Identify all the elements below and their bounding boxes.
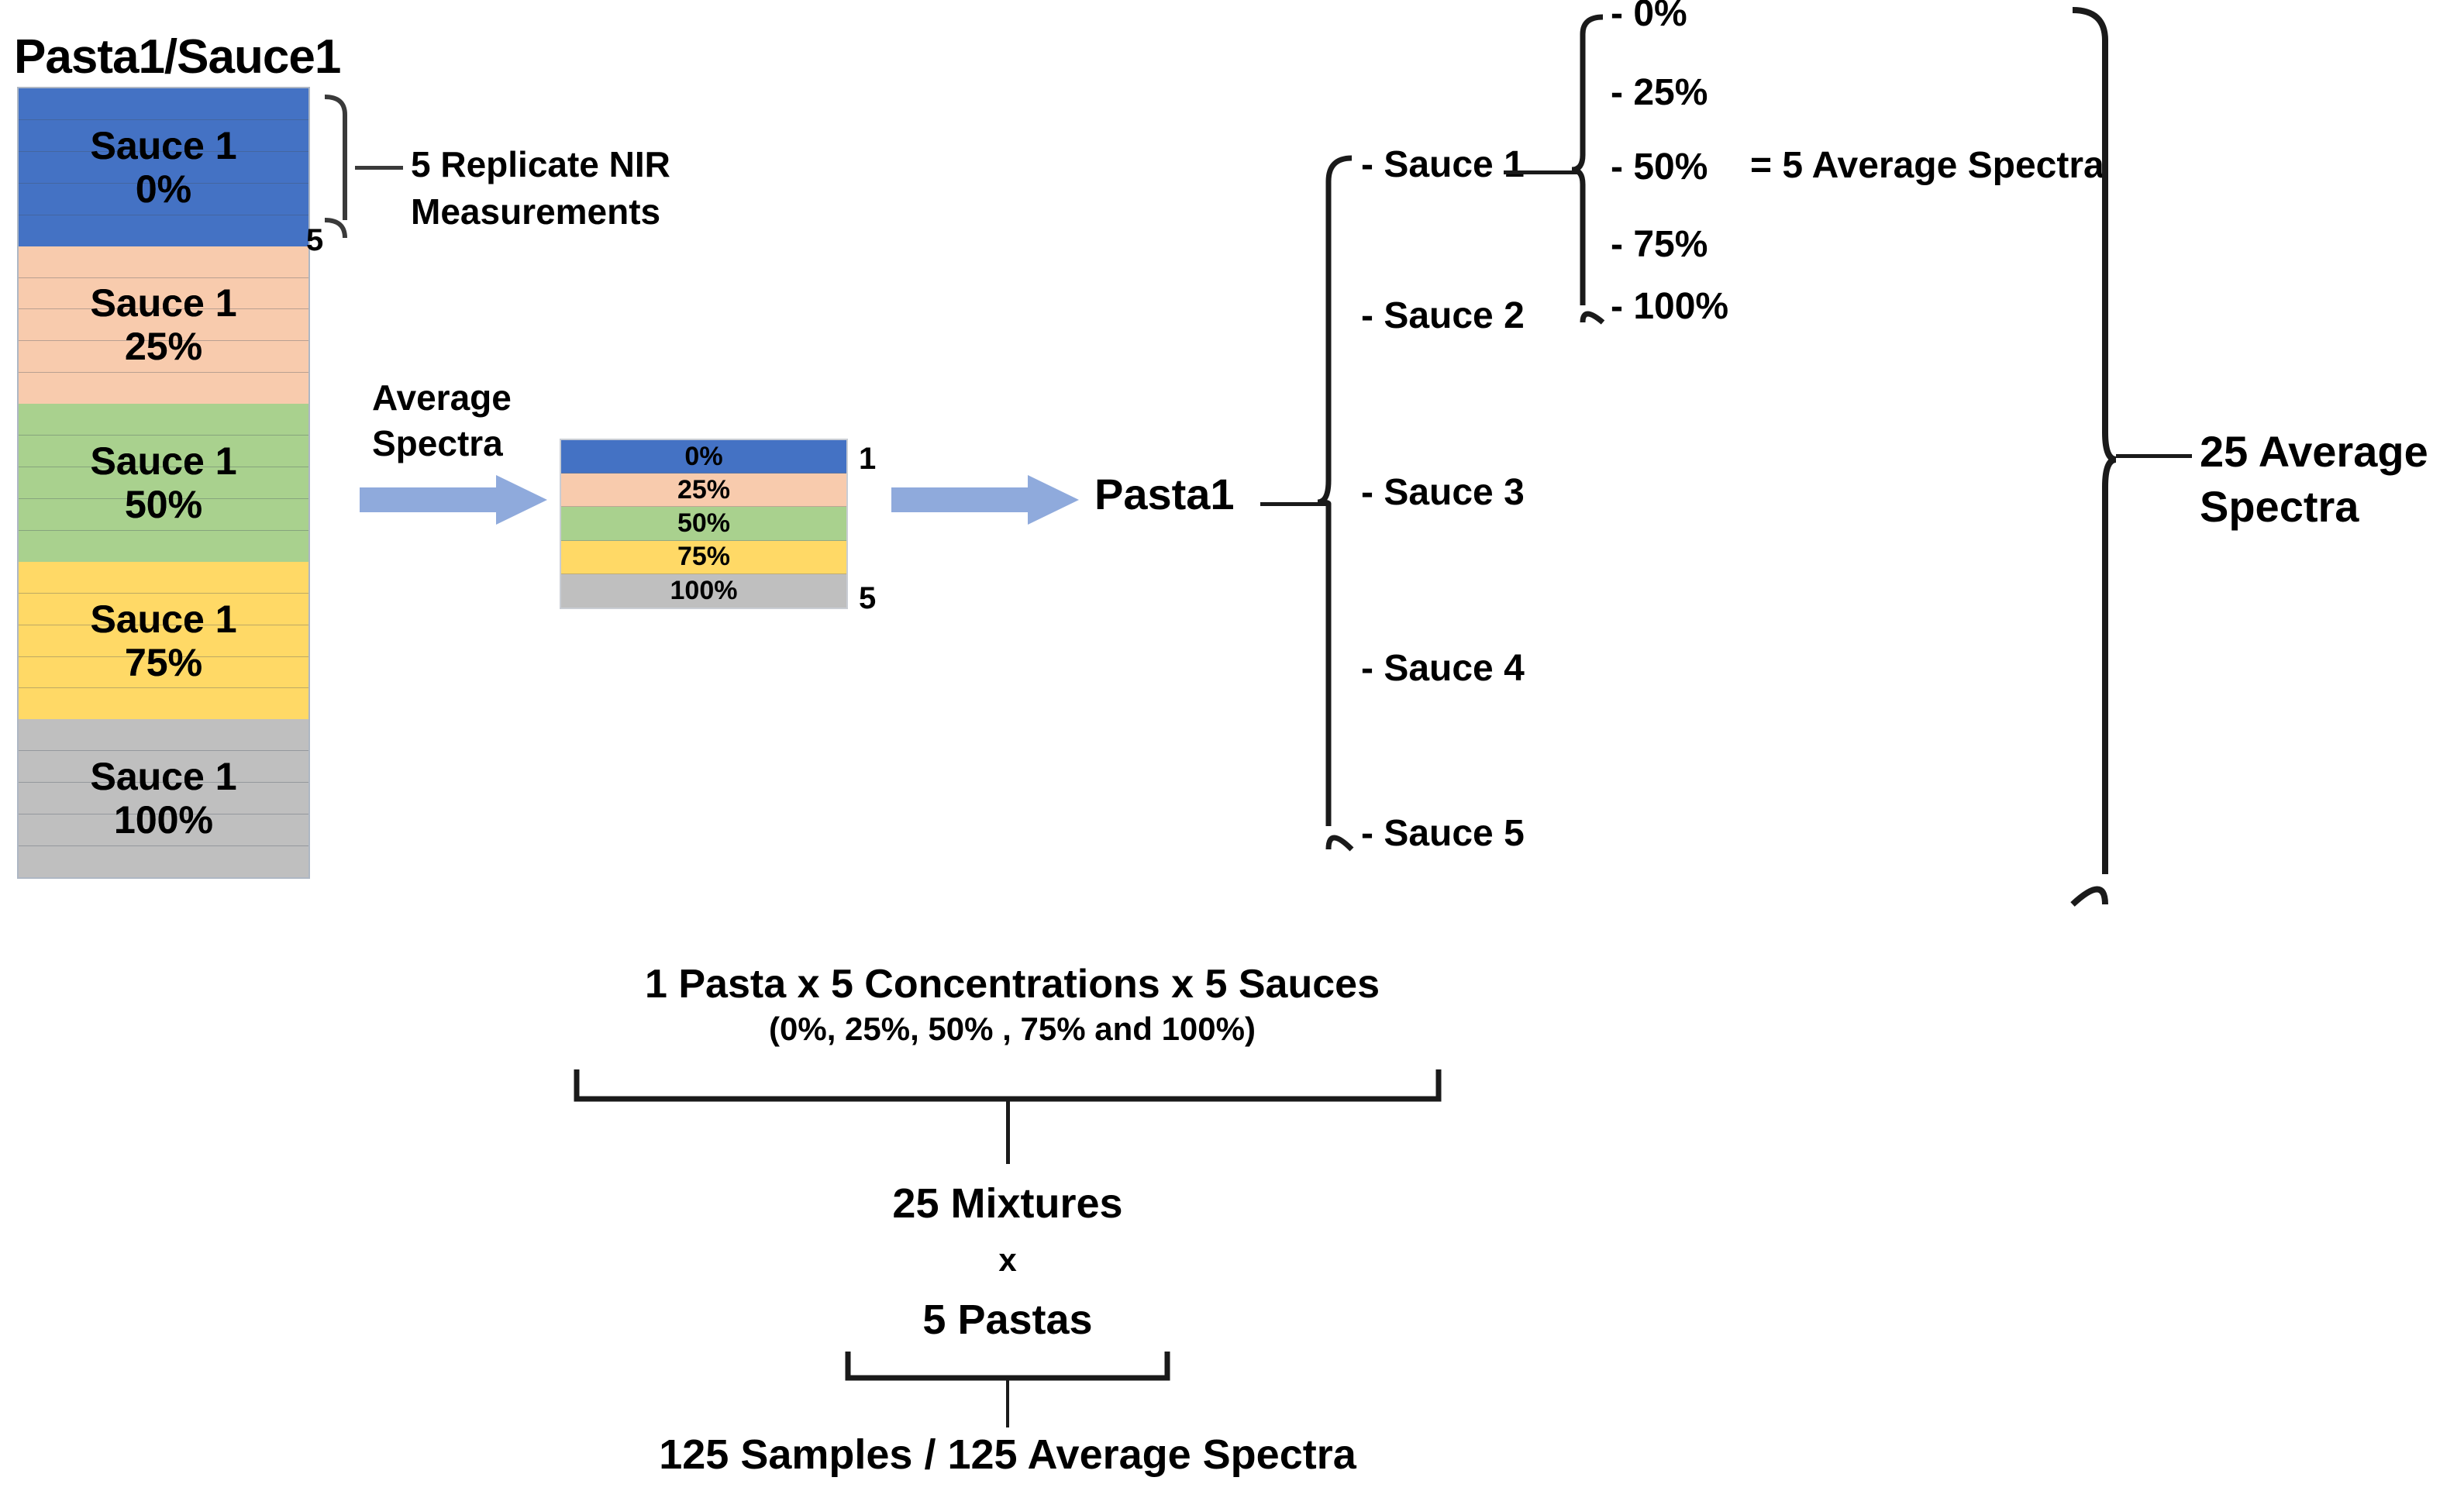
average-row-label: 100% xyxy=(670,575,738,605)
replicate-brace-icon xyxy=(324,95,347,239)
summary-line-2: (0%, 25%, 50% , 75% and 100%) xyxy=(769,1011,1256,1047)
sauce-brace-icon xyxy=(1318,155,1354,852)
summary-multiply-symbol: x xyxy=(998,1241,1017,1278)
percent-item-0: - 0% xyxy=(1611,0,1687,34)
replicate-rows xyxy=(19,404,308,562)
total-brace-icon xyxy=(2070,7,2117,907)
average-row-75: 75% xyxy=(561,540,846,574)
pasta1-connector-line xyxy=(1260,502,1327,506)
mixtures-brace-icon xyxy=(574,1069,1442,1102)
replicate-rows xyxy=(19,88,308,246)
five-average-spectra-result: = 5 Average Spectra xyxy=(1750,145,2104,186)
sauce-item-4: - Sauce 4 xyxy=(1361,648,1525,689)
block-sauce-label: Sauce 1 xyxy=(90,123,237,167)
summary-final: 125 Samples / 125 Average Spectra xyxy=(659,1431,1356,1478)
to-pasta-arrow-icon xyxy=(891,475,1079,525)
concentration-block-75: Sauce 1 75% xyxy=(19,561,308,720)
summary-line-1: 1 Pasta x 5 Concentrations x 5 Sauces xyxy=(645,962,1380,1007)
average-row-0: 0% xyxy=(561,440,846,474)
sauce-item-2: - Sauce 2 xyxy=(1361,295,1525,336)
block-sauce-label: Sauce 1 xyxy=(90,755,237,799)
total-brace-line xyxy=(2116,454,2192,458)
average-row-25: 25% xyxy=(561,474,846,508)
average-row-label: 25% xyxy=(677,474,731,504)
average-row-label: 0% xyxy=(684,441,723,471)
pastas-brace-stem xyxy=(1006,1379,1009,1427)
percent-brace-icon xyxy=(1572,14,1605,325)
average-row-50: 50% xyxy=(561,507,846,541)
concentration-block-100: Sauce 1 100% xyxy=(19,719,308,877)
concentration-block-50: Sauce 1 50% xyxy=(19,404,308,562)
percent-item-50: - 50% xyxy=(1611,146,1708,188)
block-name: Sauce 1 100% xyxy=(90,755,236,842)
average-row-label: 75% xyxy=(677,542,731,572)
average-stack-index-top: 1 xyxy=(859,442,877,476)
concentration-stack: Sauce 1 0% Sauce 1 25% Sauce 1 50% Sauce… xyxy=(17,87,310,879)
sauce-item-1: - Sauce 1 xyxy=(1361,144,1525,185)
percent-item-25: - 25% xyxy=(1611,72,1708,113)
sauce-item-3: - Sauce 3 xyxy=(1361,472,1525,513)
replicate-description: 5 Replicate NIR Measurements xyxy=(411,144,670,232)
mixtures-brace-stem xyxy=(1006,1100,1010,1164)
replicate-rows xyxy=(19,246,308,405)
average-spectra-label: Average Spectra xyxy=(372,377,512,463)
percent-item-75: - 75% xyxy=(1611,224,1708,265)
block-percent-label: 50% xyxy=(124,482,203,526)
summary-mixtures: 25 Mixtures xyxy=(892,1180,1123,1227)
average-row-label: 50% xyxy=(677,508,731,538)
concentration-block-0: Sauce 1 0% xyxy=(19,88,308,246)
block-name: Sauce 1 0% xyxy=(90,124,236,211)
block-percent-label: 100% xyxy=(114,798,213,842)
summary-pastas: 5 Pastas xyxy=(922,1297,1093,1343)
block-name: Sauce 1 75% xyxy=(90,597,236,684)
sauce-item-5: - Sauce 5 xyxy=(1361,813,1525,854)
pasta1-node: Pasta1 xyxy=(1094,470,1235,518)
block-percent-label: 25% xyxy=(124,325,203,369)
block-percent-label: 0% xyxy=(135,167,192,211)
replicate-brace-line xyxy=(355,166,403,170)
average-row-100: 100% xyxy=(561,573,846,608)
page-title: Pasta1/Sauce1 xyxy=(14,30,341,84)
block-sauce-label: Sauce 1 xyxy=(90,281,237,325)
concentration-block-25: Sauce 1 25% xyxy=(19,246,308,405)
twenty-five-average-spectra: 25 Average Spectra xyxy=(2200,427,2428,531)
block-name: Sauce 1 25% xyxy=(90,281,236,368)
percent-item-100: - 100% xyxy=(1611,286,1729,327)
block-sauce-label: Sauce 1 xyxy=(90,439,237,483)
block-name: Sauce 1 50% xyxy=(90,439,236,526)
replicate-rows xyxy=(19,562,308,720)
replicate-rows xyxy=(19,719,308,877)
block-percent-label: 75% xyxy=(124,640,203,684)
average-stack-index-bottom: 5 xyxy=(859,581,877,615)
average-spectra-stack: 0% 25% 50% 75% 100% xyxy=(560,439,848,609)
replicate-count-label: 5 xyxy=(306,223,324,257)
pastas-brace-icon xyxy=(845,1352,1170,1381)
sauce1-connector-line xyxy=(1504,170,1578,174)
average-arrow-icon xyxy=(360,475,547,525)
block-sauce-label: Sauce 1 xyxy=(90,597,237,641)
